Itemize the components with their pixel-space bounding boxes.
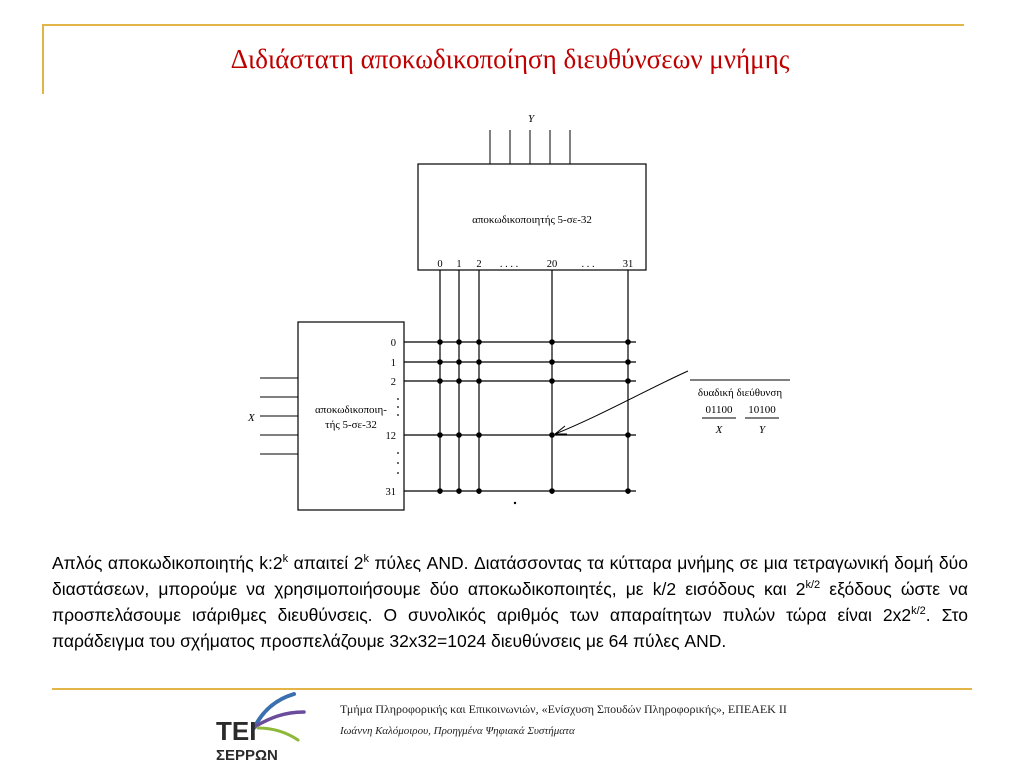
logo-text-serron: ΣΕΡΡΩΝ	[216, 747, 278, 764]
top-output-label: 1	[456, 259, 461, 270]
top-output-label: 0	[437, 259, 442, 270]
superscript: k/2	[911, 605, 926, 618]
top-decoder-inputs	[489, 130, 571, 164]
body-paragraph: Απλός αποκωδικοποιητής k:2k απαιτεί 2k π…	[52, 550, 968, 654]
binary-address: δυαδική διεύθυνση 01100 10100 X Y	[690, 379, 790, 436]
logo-swoosh-green	[256, 726, 300, 742]
top-decoder: Y αποκωδικοποιητής 5-σε-32 0 1 2 . . . .…	[417, 113, 647, 271]
superscript: k/2	[805, 579, 821, 592]
body-text-part: Απλός αποκωδικοποιητής k:2	[52, 553, 283, 573]
left-output-label: 0	[391, 338, 396, 349]
left-output-ellipsis	[397, 398, 399, 474]
top-output-label: 20	[547, 259, 558, 270]
tei-serron-logo: ΤΕΙ ΣΕΡΡΩΝ	[216, 692, 306, 764]
body-text-part: . Στο παράδειγμα του σχήματος προσπελάζο…	[52, 605, 968, 651]
body-text-part: εξόδους ώστε να προσπελάσουμε ισάριθμες …	[52, 579, 969, 625]
left-output-label: 1	[391, 358, 396, 369]
address-y-bits: 10100	[748, 404, 776, 416]
left-decoder-label-line1: αποκωδικοποιη-	[315, 404, 387, 416]
top-output-ellipsis: . . . .	[500, 259, 518, 270]
footer-rule	[52, 688, 972, 690]
superscript: k	[282, 553, 289, 566]
address-x-bits: 01100	[705, 404, 733, 416]
left-decoder: X αποκωδικοποιη- τής 5-σε-32 0 1 2 12 31	[247, 321, 405, 511]
pointer-arrowhead	[554, 425, 567, 435]
address-y-label: Y	[759, 424, 767, 436]
body-text-part: πύλες AND. Διατάσσοντας τα κύτταρα μνήμη…	[52, 553, 968, 599]
top-output-label: 31	[623, 259, 634, 270]
top-output-ellipsis: . . .	[581, 259, 594, 270]
slide-title: Διδιάστατη αποκωδικοποίηση διευθύνσεων μ…	[230, 44, 790, 74]
footer-department: Τμήμα Πληροφορικής και Επικοινωνιών, «Εν…	[340, 702, 787, 716]
top-output-label: 2	[476, 259, 481, 270]
logo-swoosh-purple	[254, 710, 306, 728]
x-input-label: X	[247, 412, 256, 424]
address-pointer-arrow	[554, 370, 689, 435]
footer-author: Ιωάννη Καλόμοιρου, Προηγμένα Ψηφιακά Συσ…	[340, 725, 575, 737]
stray-dot	[513, 501, 517, 505]
pointer-curve	[554, 370, 689, 435]
address-heading: δυαδική διεύθυνση	[698, 387, 782, 399]
y-input-label: Y	[528, 113, 536, 125]
two-dimensional-decoder-diagram: Y αποκωδικοποιητής 5-σε-32 0 1 2 . . . .…	[247, 113, 790, 511]
left-output-label: 31	[386, 487, 397, 498]
left-output-label: 12	[386, 431, 397, 442]
frame-left-rule	[42, 24, 44, 94]
frame-top-rule	[44, 24, 964, 26]
body-text-part: απαιτεί 2	[288, 553, 364, 573]
left-output-label: 2	[391, 377, 396, 388]
top-decoder-box	[417, 163, 647, 271]
logo-text-tei: ΤΕΙ	[216, 716, 256, 746]
left-decoder-box	[297, 321, 405, 511]
junction-dots	[437, 339, 631, 494]
top-decoder-label: αποκωδικοποιητής 5-σε-32	[472, 214, 592, 226]
left-decoder-inputs	[260, 377, 298, 455]
column-lines	[439, 270, 629, 494]
superscript: k	[363, 553, 369, 566]
address-x-label: X	[715, 424, 724, 436]
left-decoder-label-line2: τής 5-σε-32	[325, 419, 377, 431]
